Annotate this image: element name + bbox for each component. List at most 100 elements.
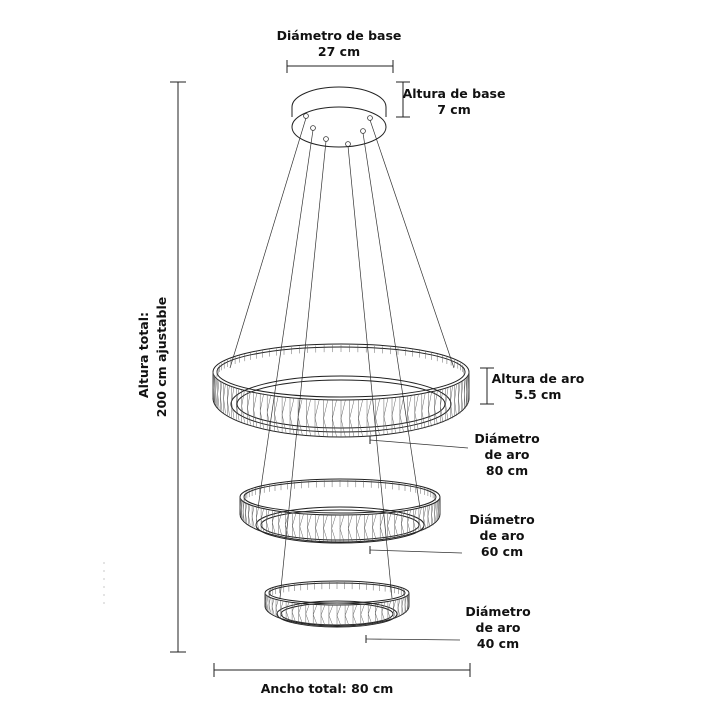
- ring-large-crystals: [212, 345, 470, 438]
- crystal-facet: [436, 501, 439, 521]
- suspension-wires: [229, 117, 455, 599]
- crystal-facet: [285, 512, 290, 538]
- crystal-facet: [427, 505, 431, 528]
- ring-mid-label-1: Diámetro: [469, 512, 535, 527]
- crystal-facet: [344, 604, 350, 626]
- crystal-facet: [467, 375, 469, 404]
- crystal-facet: [272, 510, 276, 535]
- total-height-dimension: Altura total: 200 cm ajustable: [136, 81, 186, 653]
- crystal-facet: [454, 384, 457, 416]
- crystal-facet: [404, 596, 407, 613]
- ring-mid-crystals: [239, 480, 441, 543]
- crystal-facet: [271, 598, 275, 615]
- crystal-facet: [434, 502, 437, 524]
- crystal-facet: [428, 392, 432, 427]
- crystal-facet: [297, 398, 303, 435]
- crystal-facet: [372, 513, 377, 541]
- crystal-facet: [248, 504, 251, 526]
- ring-large-label-3: 80 cm: [486, 463, 528, 478]
- base-height-value: 7 cm: [437, 102, 470, 117]
- crystal-facet: [278, 511, 283, 537]
- total-height-label-2: 200 cm ajustable: [154, 297, 169, 417]
- crystal-facet: [413, 509, 417, 534]
- crystal-facet: [381, 602, 386, 622]
- crystal-facet: [349, 399, 355, 437]
- crystal-facet: [364, 514, 369, 542]
- crystal-facet: [331, 514, 337, 542]
- crystal-facet: [259, 393, 264, 429]
- crystal-facet: [305, 603, 310, 625]
- crystal-facet: [340, 399, 346, 438]
- crystal-facet: [367, 603, 373, 625]
- crystal-facet: [292, 512, 297, 539]
- crystal-facet: [423, 506, 427, 530]
- crystal-facet: [407, 395, 412, 432]
- base-diameter-value: 27 cm: [318, 44, 360, 59]
- crystal-facet: [253, 392, 258, 427]
- crystal-facet: [275, 599, 279, 617]
- crystal-facet: [418, 508, 422, 532]
- crystal-facet: [323, 514, 328, 542]
- crystal-facet: [289, 397, 295, 434]
- base-screws: [303, 113, 373, 147]
- crystal-facet: [387, 512, 392, 539]
- crystal-facet: [375, 603, 379, 623]
- ring-large-label-2: de aro: [485, 447, 530, 462]
- ring-mid-callout: Diámetro de aro 60 cm: [369, 512, 535, 559]
- crystal-facet: [323, 399, 329, 437]
- crystal-facet: [299, 513, 304, 540]
- crystal-facet: [281, 396, 287, 433]
- lamp-base: [291, 86, 387, 148]
- crystal-facet: [379, 513, 385, 540]
- crystal-facet: [291, 602, 296, 622]
- crystal-facet: [414, 394, 419, 430]
- crystal-facet: [256, 506, 259, 530]
- crystal-facet: [393, 600, 396, 619]
- crystal-facet: [227, 384, 230, 416]
- total-width-dimension: Ancho total: 80 cm: [213, 663, 471, 696]
- crystal-facet: [440, 389, 444, 423]
- crystal-facet: [391, 397, 397, 434]
- crystal-facet: [387, 601, 391, 621]
- crystal-facet: [280, 600, 284, 619]
- ring-height-value: 5.5 cm: [515, 387, 562, 402]
- ring-large-label-1: Diámetro: [474, 431, 540, 446]
- crystal-facet: [251, 505, 255, 528]
- crystal-facet: [266, 595, 269, 611]
- ring-small-label-1: Diámetro: [465, 604, 531, 619]
- base-height-title: Altura de base: [403, 86, 506, 101]
- crystal-facet: [406, 595, 409, 611]
- ring-small: [264, 580, 410, 628]
- crystal-facet: [464, 379, 466, 409]
- base-diameter-title: Diámetro de base: [277, 28, 402, 43]
- crystal-facet: [306, 398, 311, 436]
- ring-small-label-2: de aro: [476, 620, 521, 635]
- crystal-facet: [312, 604, 318, 625]
- crystal-facet: [401, 511, 405, 537]
- crystal-facet: [215, 377, 217, 406]
- crystal-facet: [298, 603, 303, 623]
- crystal-facet: [245, 502, 248, 524]
- ring-small-crystals: [264, 582, 410, 627]
- crystal-facet: [399, 396, 404, 433]
- ring-mid: [239, 478, 441, 544]
- base-height-dimension: Altura de base 7 cm: [396, 81, 506, 118]
- crystal-facet: [352, 604, 358, 626]
- total-width-label: Ancho total: 80 cm: [261, 681, 394, 696]
- crystal-facet: [213, 375, 216, 404]
- crystal-facet: [445, 388, 449, 421]
- ring-mid-label-3: 60 cm: [481, 544, 523, 559]
- crystal-facet: [217, 379, 220, 409]
- crystal-facet: [360, 604, 365, 625]
- crystal-facet: [268, 596, 271, 613]
- crystal-facet: [366, 399, 372, 437]
- crystal-facet: [315, 514, 320, 542]
- crystal-facet: [450, 386, 453, 419]
- crystal-facet: [320, 604, 326, 626]
- crystal-facet: [466, 377, 468, 406]
- crystal-facet: [394, 512, 399, 538]
- crystal-facet: [375, 398, 380, 436]
- crystal-facet: [223, 383, 226, 414]
- crystal-facet: [307, 513, 312, 541]
- crystal-facet: [383, 398, 389, 435]
